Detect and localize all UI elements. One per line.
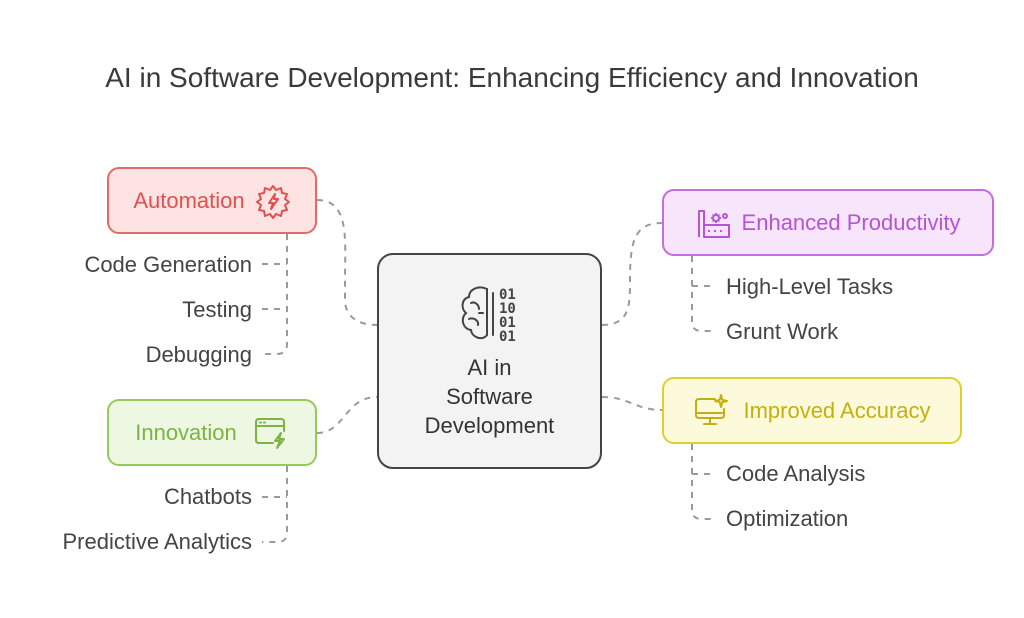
innovation-item: Chatbots	[163, 484, 252, 509]
accuracy-node: Improved Accuracy	[662, 377, 962, 444]
center-label-line: AI in	[467, 355, 512, 380]
innovation-node: Innovation	[107, 399, 317, 466]
productivity-item: Grunt Work	[726, 319, 839, 344]
automation-item: Testing	[182, 297, 252, 322]
gear-flash-icon	[255, 183, 291, 219]
automation-label: Automation	[133, 187, 245, 213]
innovation-item: Predictive Analytics	[62, 529, 252, 554]
center-label-line: Software	[446, 384, 533, 409]
binary-line: 01	[499, 315, 516, 331]
accuracy-item: Optimization	[726, 506, 849, 531]
productivity-item: High-Level Tasks	[726, 274, 894, 299]
accuracy-label: Improved Accuracy	[743, 397, 931, 423]
automation-item: Code Generation	[84, 252, 252, 277]
binary-line: 01	[499, 287, 516, 303]
browser-bolt-icon	[253, 415, 289, 451]
automation-item: Debugging	[145, 342, 252, 367]
productivity-node: Enhanced Productivity	[662, 189, 994, 256]
page-title: AI in Software Development: Enhancing Ef…	[105, 62, 919, 93]
innovation-label: Innovation	[135, 419, 237, 445]
factory-gear-icon	[696, 205, 732, 241]
center-label-line: Development	[424, 413, 555, 438]
center-label: AI in Software Development	[379, 353, 600, 440]
accuracy-item: Code Analysis	[726, 461, 866, 486]
brain-binary-icon: 01 10 01 01	[457, 283, 529, 348]
center-node: 01 10 01 01 AI in Software Development	[377, 253, 602, 469]
binary-line: 01	[499, 329, 516, 343]
automation-node: Automation	[107, 167, 317, 234]
monitor-sparkle-icon	[693, 393, 729, 429]
binary-line: 10	[499, 301, 516, 317]
productivity-label: Enhanced Productivity	[741, 209, 961, 235]
